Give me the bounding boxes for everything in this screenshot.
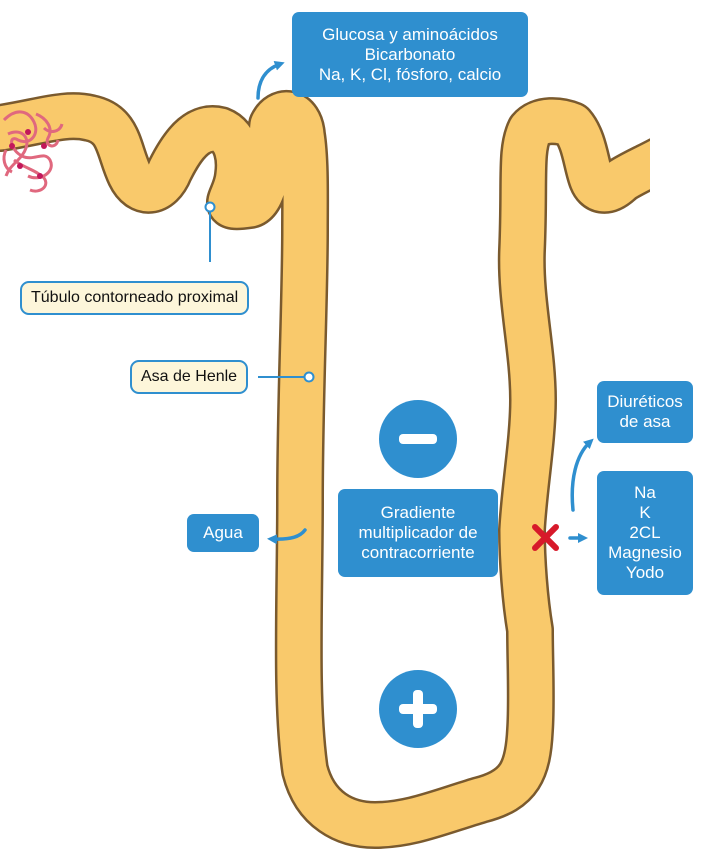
plus-icon (379, 670, 457, 748)
gradient-line-1: Gradiente (381, 503, 456, 523)
reabsorbed-line-3: Na, K, Cl, fósforo, calcio (319, 65, 501, 85)
gradient-line-3: contracorriente (361, 543, 474, 563)
water-box: Agua (187, 514, 259, 552)
water-label: Agua (203, 523, 243, 543)
diuretics-line-1: Diuréticos (607, 392, 683, 412)
minus-circle (379, 400, 457, 478)
reabsorbed-line-1: Glucosa y aminoácidos (322, 25, 498, 45)
reabsorbed-substances-box: Glucosa y aminoácidos Bicarbonato Na, K,… (292, 12, 528, 97)
proximal-tubule-label: Túbulo contorneado proximal (20, 281, 249, 315)
diuretics-line-2: de asa (619, 412, 670, 432)
ion-5: Yodo (626, 563, 664, 583)
nephron-tubule (0, 85, 702, 825)
ion-2: K (639, 503, 650, 523)
reabsorbed-line-2: Bicarbonato (365, 45, 456, 65)
plus-circle (379, 670, 457, 748)
countercurrent-gradient-box: Gradiente multiplicador de contracorrien… (338, 489, 498, 577)
ions-box: Na K 2CL Magnesio Yodo (597, 471, 693, 595)
ion-4: Magnesio (608, 543, 682, 563)
ion-3: 2CL (629, 523, 660, 543)
minus-icon (379, 400, 457, 478)
gradient-line-2: multiplicador de (358, 523, 477, 543)
loop-diuretics-box: Diuréticos de asa (597, 381, 693, 443)
loop-of-henle-label: Asa de Henle (130, 360, 248, 394)
ion-1: Na (634, 483, 656, 503)
